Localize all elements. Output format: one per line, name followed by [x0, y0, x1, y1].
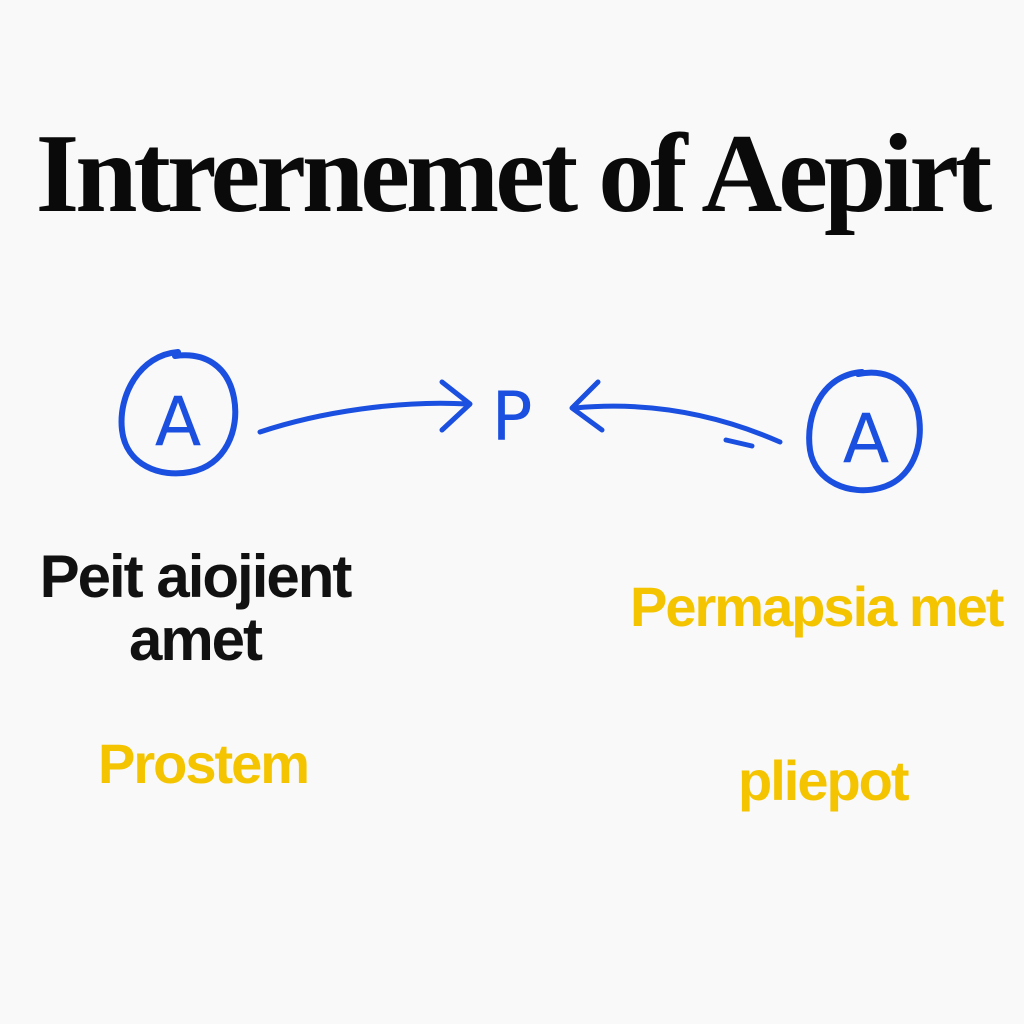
page-title: Intrernemet of Aepirt — [35, 112, 993, 236]
right-node-circle — [806, 369, 923, 494]
left-bottom-label: Prostem — [98, 732, 310, 795]
left-label-line2: amet — [128, 606, 263, 673]
right-top-label: Permapsia met — [630, 575, 1004, 638]
right-bottom-label: pliepot — [738, 749, 910, 812]
arrow-left-to-center — [257, 379, 473, 435]
arrow-right-to-center — [569, 379, 783, 449]
left-node: A — [118, 349, 239, 477]
left-label: Peit aiojient amet — [0, 545, 390, 671]
left-label-line1: Peit aiojient — [39, 543, 353, 610]
center-node-letter: P — [491, 378, 532, 457]
right-node-letter: A — [843, 400, 890, 479]
left-node-letter: A — [155, 383, 202, 462]
left-node-circle — [118, 349, 239, 477]
right-node: A — [806, 369, 923, 494]
